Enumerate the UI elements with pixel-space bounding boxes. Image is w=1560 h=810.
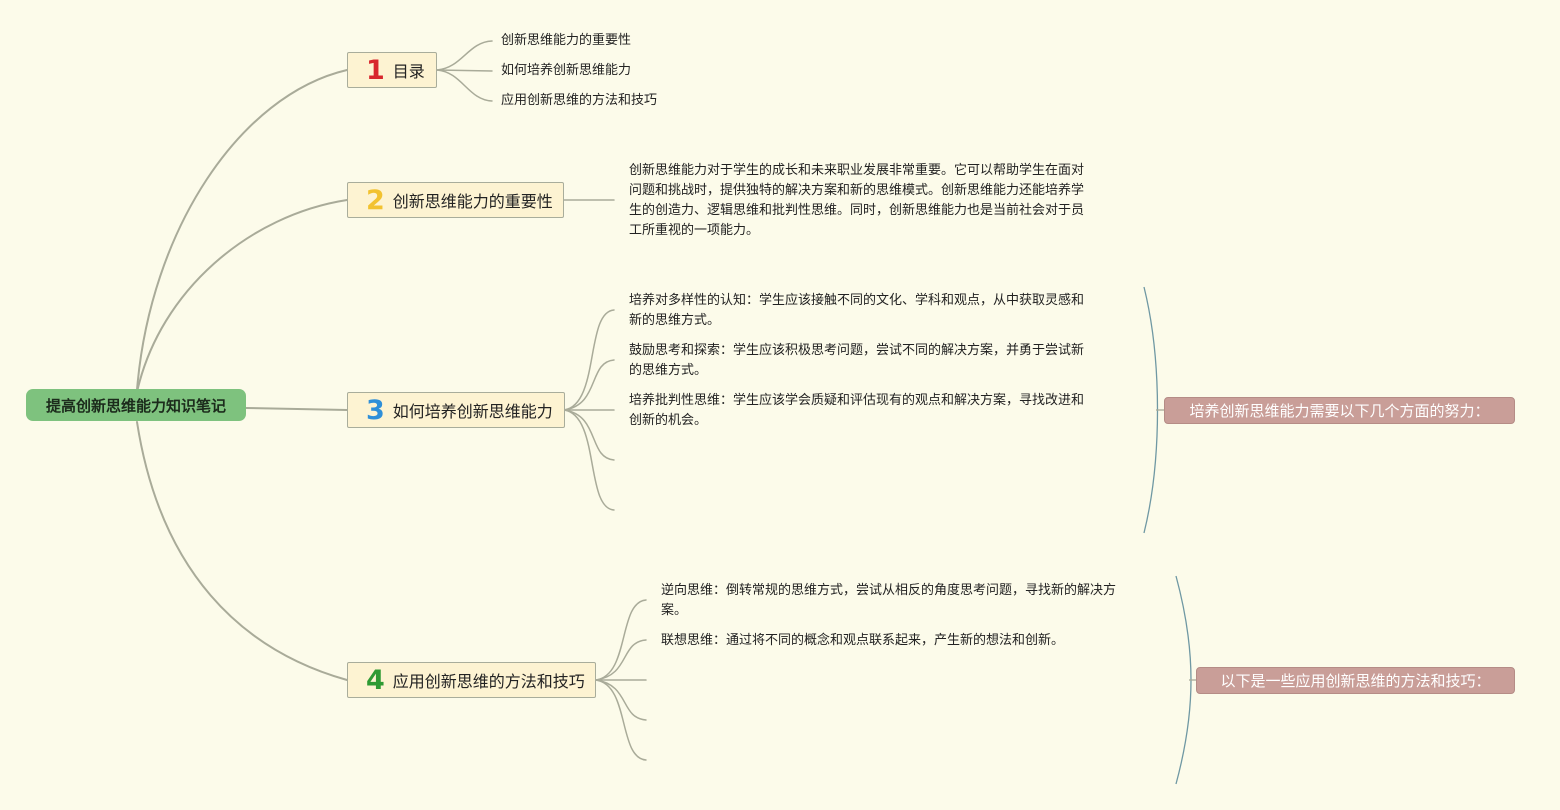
- topic-3-link-1: [563, 309, 615, 411]
- topic-4-label: 应用创新思维的方法和技巧: [392, 672, 585, 691]
- topic-4-link-5: [595, 679, 647, 761]
- root-link-topic-3: [245, 407, 348, 411]
- number-four-badge-icon: 4: [366, 664, 385, 696]
- central-topic-label: 提高创新思维能力知识笔记: [45, 396, 226, 415]
- topic-3-summary[interactable]: 培养创新思维能力需要以下几个方面的努力：: [1164, 397, 1515, 424]
- summary-label: 培养创新思维能力需要以下几个方面的努力：: [1189, 402, 1490, 420]
- subtopic-line: 案。: [661, 603, 688, 618]
- subtopic-line: 培养批判性思维：学生应该学会质疑和评估现有的观点和解决方案，寻找改进和: [629, 393, 1085, 408]
- summary-bracket-4: [1175, 575, 1192, 785]
- central-topic[interactable]: 提高创新思维能力知识笔记: [26, 389, 246, 421]
- topic-2-label: 创新思维能力的重要性: [392, 192, 553, 211]
- detail-line: 创新思维能力对于学生的成长和未来职业发展非常重要。它可以帮助学生在面对: [629, 163, 1085, 178]
- subtopic-line: 鼓励思考和探索：学生应该积极思考问题，尝试不同的解决方案，并勇于尝试新: [629, 343, 1085, 358]
- summary-bracket-3: [1143, 286, 1159, 534]
- topic-3-subtopic[interactable]: 培养对多样性的认知：学生应该接触不同的文化、学科和观点，从中获取灵感和 新的思维…: [629, 291, 1084, 331]
- topic-4-subtopic[interactable]: 逆向思维：倒转常规的思维方式，尝试从相反的角度思考问题，寻找新的解决方 案。: [661, 581, 1116, 621]
- subtopic-line: 联想思维：通过将不同的概念和观点联系起来，产生新的想法和创新。: [661, 633, 1065, 648]
- number-three-badge-icon: 3: [366, 394, 385, 426]
- topic-1-subtopic[interactable]: 创新思维能力的重要性: [501, 33, 632, 48]
- topic-4-link-4: [595, 679, 647, 721]
- number-two-badge-icon: 2: [366, 184, 385, 216]
- detail-line: 问题和挑战时，提供独特的解决方案和新的思维模式。创新思维能力还能培养学: [629, 183, 1085, 198]
- topic-2-node[interactable]: 2 创新思维能力的重要性: [347, 182, 564, 218]
- topic-1-link-3: [436, 69, 493, 102]
- subtopic-line: 逆向思维：倒转常规的思维方式，尝试从相反的角度思考问题，寻找新的解决方: [661, 583, 1117, 598]
- topic-4-node[interactable]: 4 应用创新思维的方法和技巧: [347, 662, 596, 698]
- topic-1-node[interactable]: 1 目录: [347, 52, 437, 88]
- topic-3-link-5: [563, 409, 615, 511]
- topic-2-detail-text[interactable]: 创新思维能力对于学生的成长和未来职业发展非常重要。它可以帮助学生在面对 问题和挑…: [629, 161, 1084, 241]
- root-link-topic-4: [136, 421, 348, 681]
- topic-1-subtopic[interactable]: 应用创新思维的方法和技巧: [501, 93, 658, 108]
- topic-1-label: 目录: [392, 62, 425, 81]
- root-link-topic-2: [136, 199, 348, 393]
- topic-3-link-2: [563, 359, 615, 411]
- detail-line: 工所重视的一项能力。: [629, 223, 760, 238]
- subtopic-line: 创新的机会。: [629, 413, 708, 428]
- topic-3-node[interactable]: 3 如何培养创新思维能力: [347, 392, 565, 428]
- detail-line: 生的创造力、逻辑思维和批判性思维。同时，创新思维能力也是当前社会对于员: [629, 203, 1085, 218]
- topic-1-link-2: [436, 69, 493, 72]
- topic-3-subtopic[interactable]: 培养批判性思维：学生应该学会质疑和评估现有的观点和解决方案，寻找改进和 创新的机…: [629, 391, 1084, 431]
- topic-1-subtopic[interactable]: 如何培养创新思维能力: [501, 63, 632, 78]
- topic-4-summary[interactable]: 以下是一些应用创新思维的方法和技巧：: [1196, 667, 1515, 694]
- topic-4-link-1: [595, 599, 647, 681]
- summary-label: 以下是一些应用创新思维的方法和技巧：: [1220, 672, 1491, 690]
- subtopic-line: 新的思维方式。: [629, 313, 721, 328]
- subtopic-line: 培养对多样性的认知：学生应该接触不同的文化、学科和观点，从中获取灵感和: [629, 293, 1085, 308]
- topic-4-subtopic[interactable]: 联想思维：通过将不同的概念和观点联系起来，产生新的想法和创新。: [661, 631, 1064, 651]
- topic-3-link-4: [563, 409, 615, 461]
- subtopic-line: 的思维方式。: [629, 363, 708, 378]
- root-link-topic-1: [136, 69, 348, 391]
- topic-3-subtopic[interactable]: 鼓励思考和探索：学生应该积极思考问题，尝试不同的解决方案，并勇于尝试新 的思维方…: [629, 341, 1084, 381]
- topic-3-label: 如何培养创新思维能力: [392, 402, 553, 421]
- number-one-badge-icon: 1: [366, 54, 385, 86]
- topic-4-link-2: [595, 639, 647, 681]
- topic-1-link-1: [436, 40, 493, 71]
